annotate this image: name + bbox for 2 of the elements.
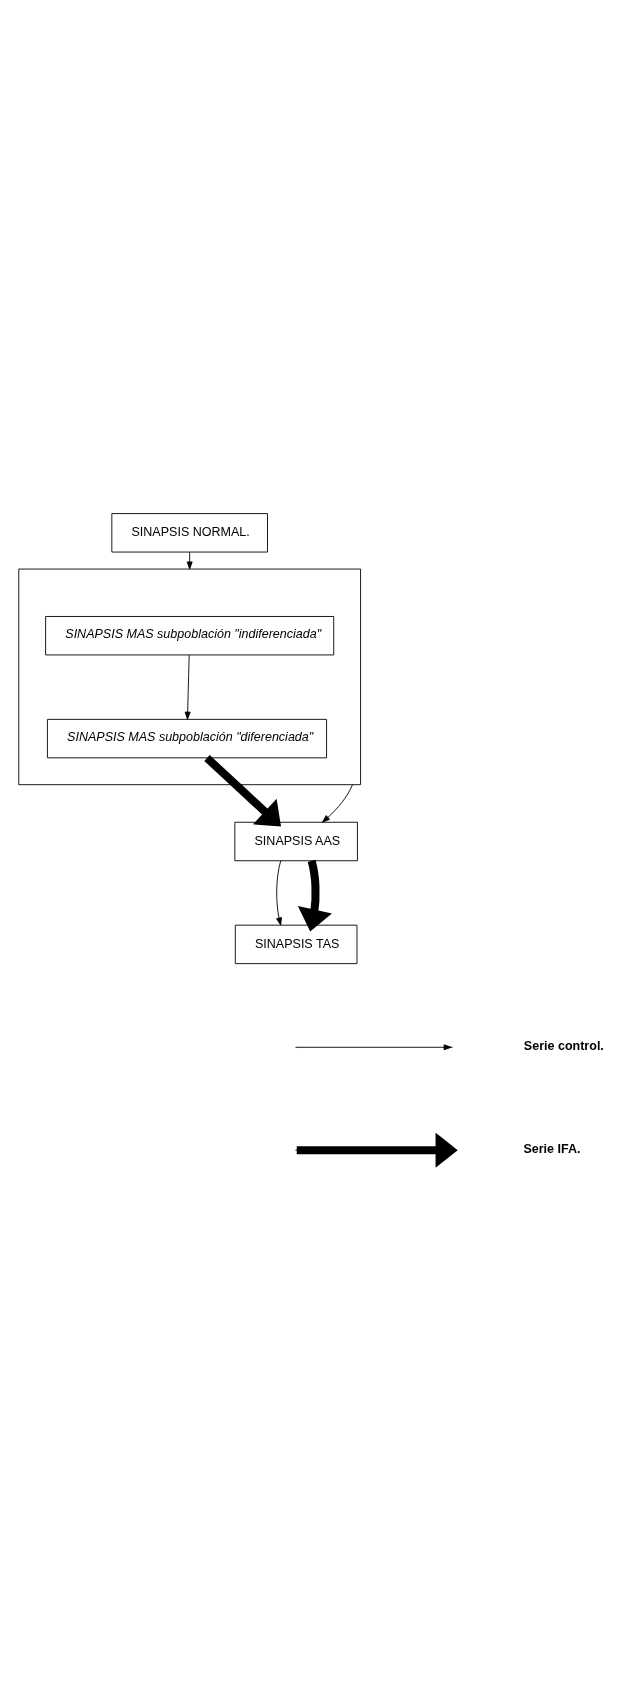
legend-label: Serie control.: [523, 1038, 604, 1053]
legend-label: Serie IFA.: [523, 1141, 581, 1156]
